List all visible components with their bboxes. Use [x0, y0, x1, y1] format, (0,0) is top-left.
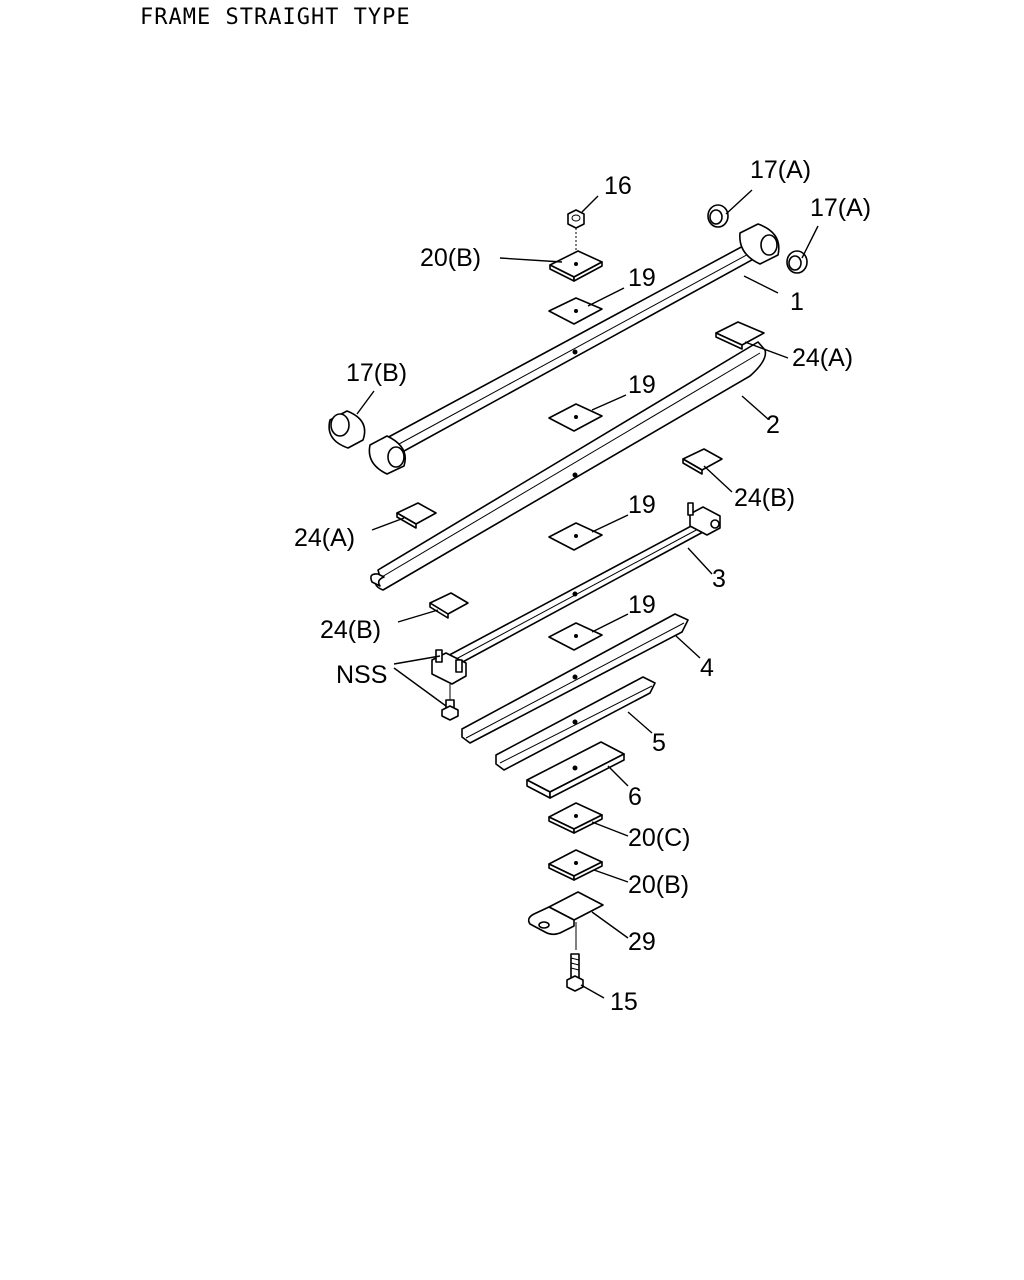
label-nss: NSS [336, 661, 387, 689]
label-20b-bottom: 20(B) [628, 871, 689, 899]
label-19-1: 19 [628, 264, 656, 292]
pad-19-1 [548, 297, 603, 325]
label-17a-2: 17(A) [810, 194, 871, 222]
label-17b: 17(B) [346, 359, 407, 387]
bracket-29 [527, 891, 604, 950]
label-20c: 20(C) [628, 824, 691, 852]
bolt-15 [566, 953, 584, 992]
pad-20b-top [549, 250, 603, 282]
pad-19-4 [548, 622, 603, 651]
label-19-4: 19 [628, 591, 656, 619]
label-4: 4 [700, 654, 714, 682]
label-17a-1: 17(A) [750, 156, 811, 184]
pad-19-2 [548, 403, 603, 432]
label-3: 3 [712, 565, 726, 593]
pad-24b-right [682, 448, 723, 475]
part-1-main-leaf [368, 223, 780, 475]
pad-24a-right [715, 321, 765, 350]
part-6-leaf [526, 741, 625, 799]
bolt-nss [441, 684, 459, 721]
label-24a-left: 24(A) [294, 524, 355, 552]
part-labels: 16 17(A) 17(A) 20(B) 19 1 24(A) 17(B) 19… [294, 156, 871, 1016]
diagram-title: FRAME STRAIGHT TYPE [140, 5, 411, 30]
label-6: 6 [628, 783, 642, 811]
label-24a-right: 24(A) [792, 344, 853, 372]
label-15: 15 [610, 988, 638, 1016]
label-1: 1 [790, 288, 804, 316]
pad-24b-left [429, 592, 469, 619]
label-29: 29 [628, 928, 656, 956]
label-5: 5 [652, 729, 666, 757]
label-24b-right: 24(B) [734, 484, 795, 512]
bushing-17a-left [707, 204, 729, 228]
label-24b-left: 24(B) [320, 616, 381, 644]
pad-20b-bottom [548, 849, 603, 881]
label-19-3: 19 [628, 491, 656, 519]
pad-24a-left [396, 502, 437, 529]
bushing-17b [328, 410, 366, 449]
label-16: 16 [604, 172, 632, 200]
label-20b-top: 20(B) [420, 244, 481, 272]
pad-19-3 [548, 522, 603, 551]
part-5-leaf [495, 676, 656, 771]
label-19-2: 19 [628, 371, 656, 399]
label-2: 2 [766, 411, 780, 439]
pad-20c [548, 802, 603, 834]
leader-lines [356, 189, 819, 999]
nut-16 [567, 209, 585, 250]
part-4-leaf [461, 613, 689, 744]
